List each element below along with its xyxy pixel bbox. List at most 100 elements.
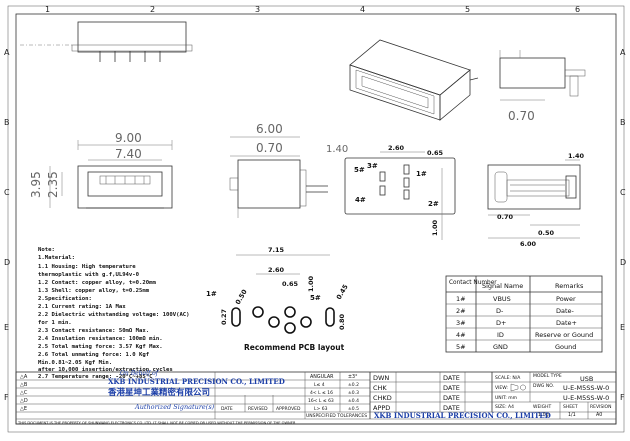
dwg-no-label: DWG NO. [533, 383, 554, 389]
model-type-label: MODEL TYPE [533, 373, 562, 379]
signal-table: Contact Number Signal Name Remarks 1# VB… [445, 275, 603, 353]
outer-frame [7, 5, 625, 433]
table-cell: 2# [456, 307, 466, 315]
table-cell: 1# [456, 295, 466, 303]
note-line: 2.2 Dielectric withstanding voltage: 100… [38, 312, 190, 318]
pcb-pin-5: 5# [310, 294, 321, 302]
dwg-no-value-2: U-E-M5SS-W-0 [563, 394, 609, 402]
grid-col-1: 1 [45, 5, 50, 14]
grid-row-e-right: E [620, 323, 625, 332]
company-name-en: XKB INDUSTRIAL PRECISION CO., LIMITED [108, 377, 285, 386]
tol-value: ±0.5 [348, 406, 359, 412]
table-cell: D- [496, 307, 504, 315]
rev-col-revised: REVISED [248, 406, 268, 412]
grid-row-b: B [4, 118, 10, 127]
rev-mark-d: △D [20, 398, 28, 404]
note-line: 2.Specification: [38, 296, 92, 302]
pin-label-1: 1# [416, 170, 427, 178]
size-label: SIZE: A4 [495, 404, 514, 410]
dim-height-395: 3.95 [29, 171, 43, 198]
note-line: 2.4 Insulation resistance: 100mΩ min. [38, 336, 163, 342]
note-line: after 10,000 insertion/extraction cycles [38, 367, 173, 373]
dim-width-900: 9.00 [115, 131, 142, 145]
grid-row-b-right: B [620, 118, 626, 127]
dim-r-070: 0.70 [497, 213, 514, 221]
dim-side-070: 0.70 [256, 141, 283, 155]
grid-col-6: 6 [575, 5, 580, 14]
grid-column-labels: 1 2 3 4 5 6 [45, 5, 580, 14]
authorized-signature: Authorized Signature(s) [134, 403, 215, 411]
dim-pcb-260: 2.60 [268, 266, 285, 274]
company-name-cn: 香港星坤工業精密有限公司 [107, 387, 210, 398]
table-cell: Power [556, 295, 576, 303]
grid-row-e: E [4, 323, 9, 332]
note-line: 1.3 Shell: copper alloy, t=0.25mm [38, 288, 150, 294]
rev-mark-e: △E [20, 406, 27, 412]
rev-col-approved: APPROVED [276, 406, 301, 412]
table-header-remarks: Remarks [555, 282, 584, 290]
grid-col-4: 4 [360, 5, 365, 14]
note-line: thermoplastic with g.f,UL94v-0 [38, 272, 140, 278]
dim-r-050: 0.50 [538, 229, 555, 237]
table-header-contact: Contact Number [449, 280, 497, 286]
grid-row-a-right: A [620, 48, 626, 57]
grid-row-c-right: C [620, 188, 626, 197]
section-view-drawing: 1.40 0.70 0.50 6.00 [487, 152, 585, 248]
grid-col-2: 2 [150, 5, 155, 14]
pcb-layout-title: Recommend PCB layout [244, 343, 345, 352]
pin-label-3: 3# [367, 162, 378, 170]
note-line: for 1 min. [38, 320, 72, 326]
tol-range: L> 63 [314, 406, 328, 412]
weight-value: 1.0g [538, 412, 549, 418]
side-view-top-right: 0.70 [499, 50, 586, 123]
note-line: 1.Material: [38, 255, 75, 261]
note-line: 2.6 Total unmating force: 1.0 Kgf [38, 352, 149, 358]
grid-row-f-right: F [620, 393, 625, 402]
note-line: 1.2 Contact: copper alloy, t=0.20mm [38, 280, 157, 286]
top-view-drawing [20, 21, 193, 62]
dim-r-140: 1.40 [568, 152, 585, 160]
notes-section: Note: 1.Material: 1.1 Housing: High temp… [38, 247, 190, 380]
dim-pcb-045: 0.45 [335, 283, 350, 301]
front-view-drawing: 9.00 7.40 3.95 2.35 [29, 131, 173, 209]
tol-value: ±0.3 [348, 390, 359, 396]
sheet-value: 1/1 [568, 412, 576, 418]
grid-row-c: C [4, 188, 10, 197]
pin-label-5: 5# [354, 166, 365, 174]
pcb-layout-drawing: 7.15 2.60 0.65 1.00 0.50 0.45 0.27 0.80 … [206, 246, 350, 352]
role-chkd: CHKD [373, 394, 392, 402]
dim-side-140: 1.40 [326, 144, 348, 155]
dim-pcb-715: 7.15 [268, 246, 285, 254]
dim-pad-260: 2.60 [388, 144, 405, 152]
grid-col-3: 3 [255, 5, 260, 14]
property-footer: THIS DOCUMENT IS THE PROPERTY OF SHUNWAN… [17, 421, 296, 425]
table-cell: 3# [456, 319, 466, 327]
tol-range: L≤ 4 [314, 382, 325, 388]
notes-heading: Note: [38, 247, 55, 253]
unspecified-tolerances: UNSPECIFIED TOLERANCES [306, 413, 367, 419]
note-line: Min.0.81~2.05 Kgf Min. [38, 360, 112, 366]
dim-pad-065: 0.65 [427, 149, 444, 157]
note-line: 2.1 Current rating: 1A Max [38, 304, 126, 310]
table-cell: Gound [555, 343, 576, 351]
unit-label: UNIT: mm [495, 395, 517, 401]
pin-label-2: 2# [428, 200, 439, 208]
scale-label: SCALE: N/A [495, 375, 521, 381]
tol-angular-value: ±3° [348, 374, 357, 380]
rev-col-date: DATE [221, 406, 233, 412]
table-header-signal: Signal Name [482, 282, 523, 290]
note-line: 2.7 Temperature range: -20°C~+85°C [38, 374, 153, 380]
date-label: DATE [443, 384, 460, 392]
dim-r-600: 6.00 [520, 240, 537, 248]
tol-value: ±0.2 [348, 382, 359, 388]
on-behalf-text: On Behalf of [120, 370, 160, 377]
table-cell: Date+ [556, 319, 577, 327]
note-line: 2.3 Contact resistance: 50mΩ Max. [38, 328, 149, 334]
role-chk: CHK [373, 384, 387, 392]
role-dwn: DWN [373, 374, 389, 382]
dim-pcb-080: 0.80 [338, 313, 346, 330]
table-cell: Date- [556, 307, 575, 315]
table-cell: 5# [456, 343, 466, 351]
company-name-en-footer: XKB INDUSTRIAL PRECISION CO., LIMITED [374, 411, 551, 420]
